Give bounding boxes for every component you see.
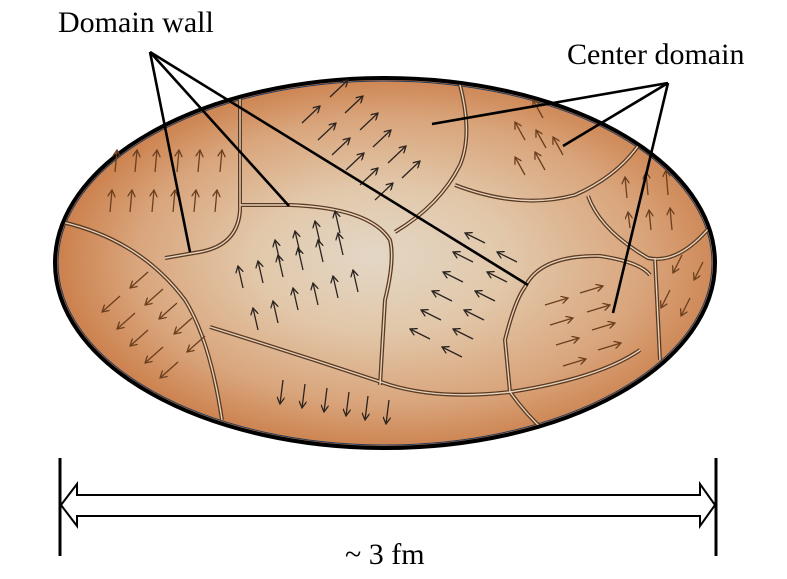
scale-bar [58,458,718,556]
arrows-center-right [410,233,518,358]
double-headed-arrow [59,480,717,530]
domain-wall-pointers [148,50,529,287]
domain-wall-label: Domain wall [58,6,214,39]
scale-label: ~ 3 fm [345,538,425,571]
arrows-right-upper [625,170,672,231]
arrows-bottom [280,379,389,424]
arrows-center [238,211,359,331]
arrows-lower-left [102,271,206,378]
center-domain-label: Center domain [567,38,745,71]
center-domain-pointers [431,81,670,314]
arrows-upper-center [301,80,420,201]
arrows-right-lower [661,254,704,316]
arrows-upper-left [110,150,222,213]
arrows-upper-right [515,100,564,176]
arrows-lower-right [544,286,621,367]
nucleus-ellipse [53,76,717,450]
